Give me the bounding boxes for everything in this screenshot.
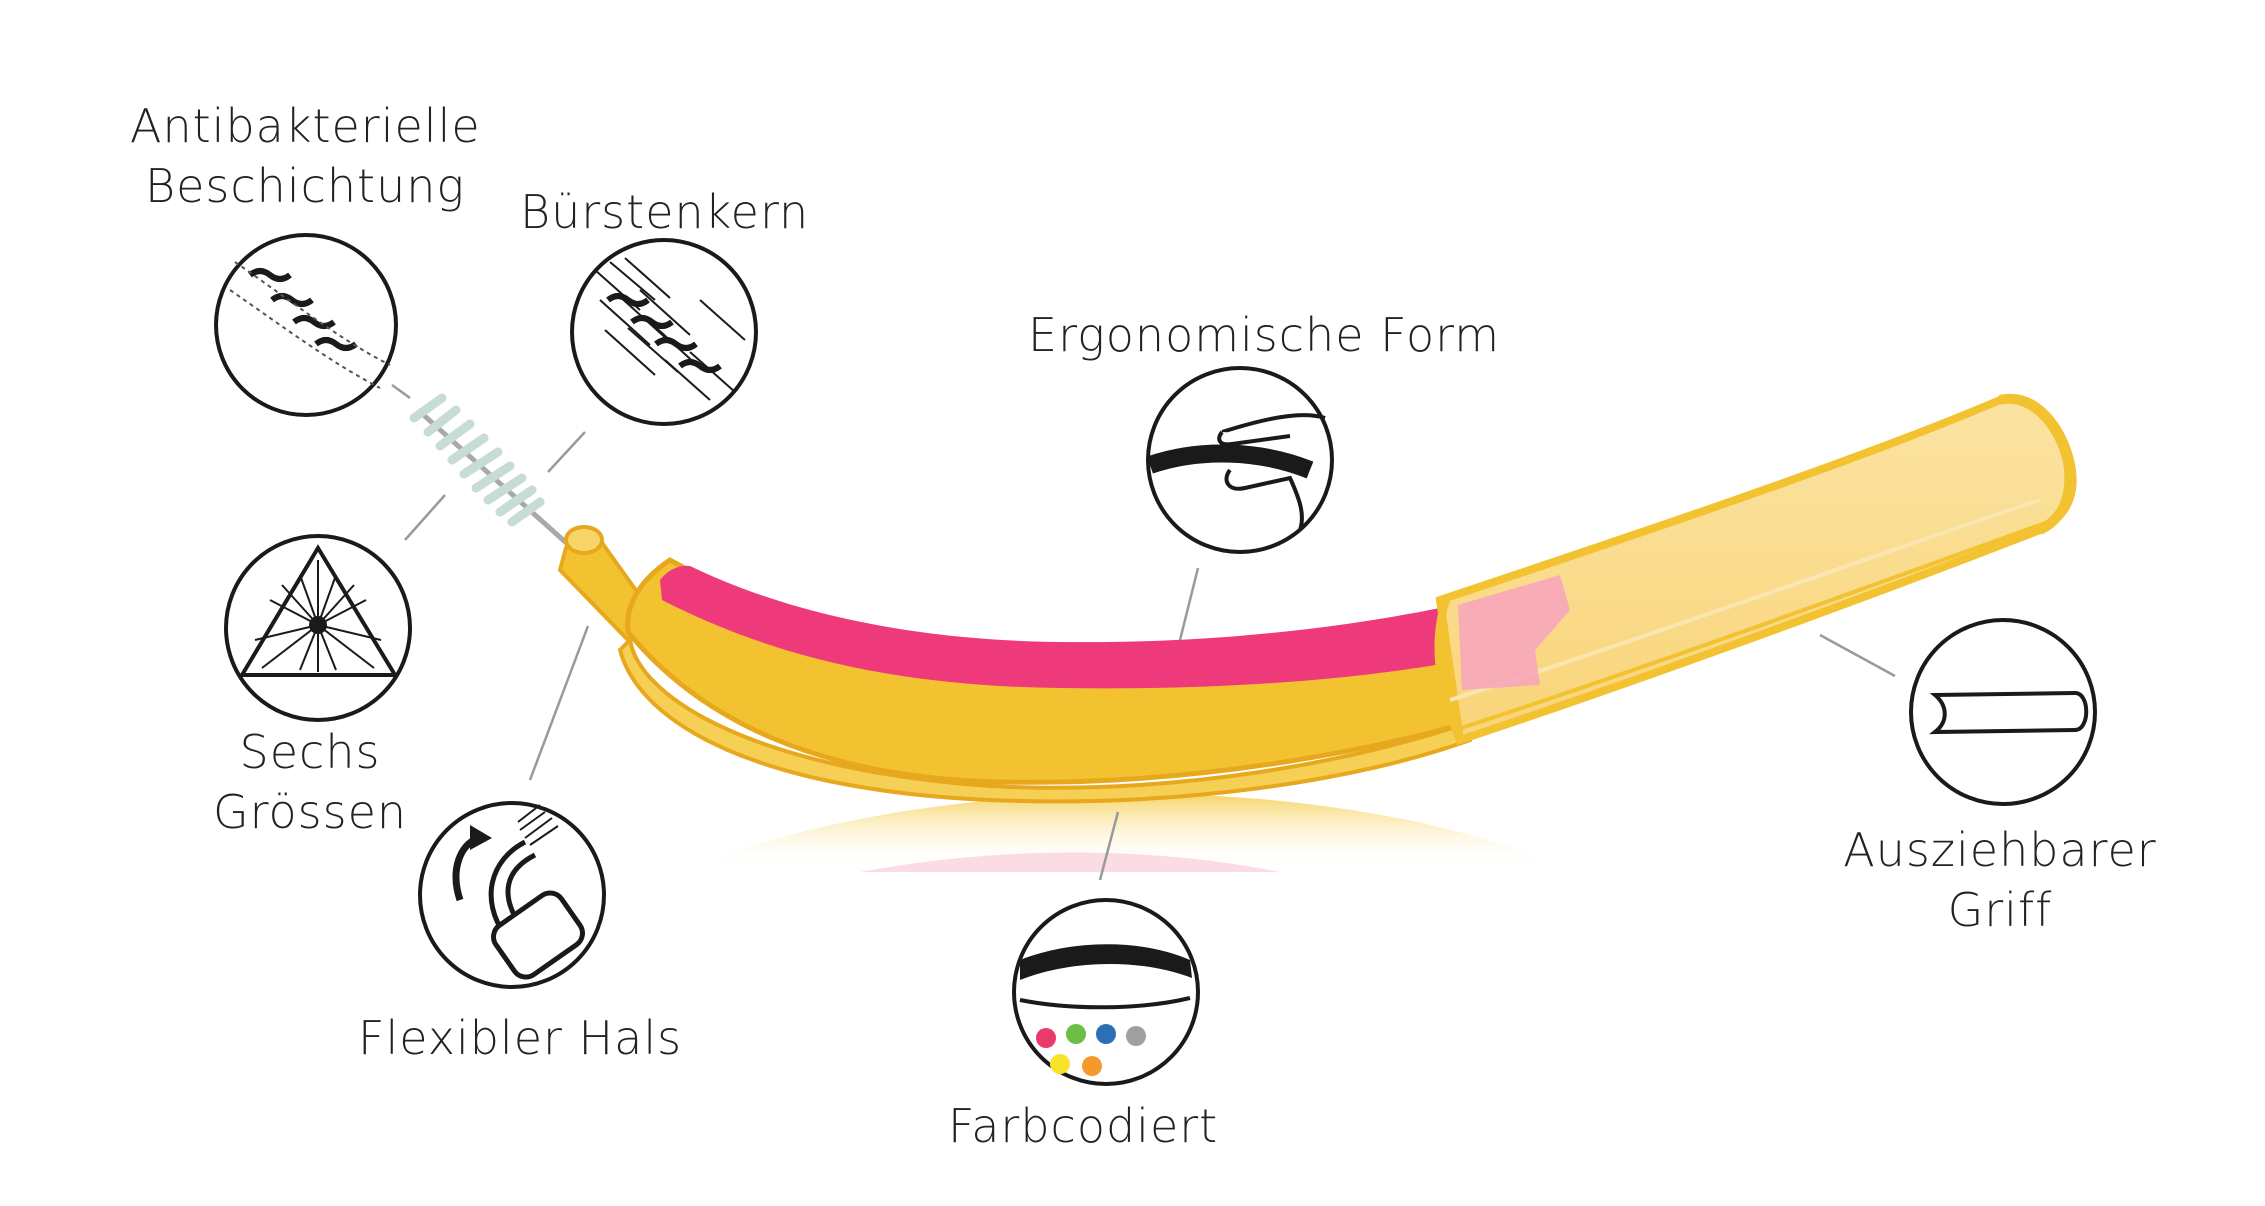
label-sizes-line1: Sechs [239,725,381,779]
label-sizes: Sechs Grössen [180,722,440,842]
label-antibacterial: Antibakterielle Beschichtung [130,96,480,216]
dot-orange [1082,1056,1102,1076]
extendable-handle-icon [1909,618,2097,806]
label-ergonomic: Ergonomische Form [1028,308,1501,362]
dot-yellow [1050,1054,1070,1074]
dot-blue [1096,1024,1116,1044]
bristle-brush [409,393,545,527]
dot-gray [1126,1026,1146,1046]
label-handle-line1: Ausziehbarer [1843,823,2157,877]
label-handle: Ausziehbarer Griff [1830,820,2170,940]
dot-pink [1036,1028,1056,1048]
finger-grip-icon [1146,366,1334,554]
dot-green [1066,1024,1086,1044]
floor-reflection [690,793,1560,868]
label-core: Bürstenkern [520,185,810,239]
brush-core-icon [570,238,758,426]
label-sizes-line2: Grössen [212,785,408,839]
flexible-neck-icon [418,801,606,989]
label-antibacterial-line1: Antibakterielle [130,99,481,153]
leader-lines [391,383,1896,881]
label-neck: Flexibler Hals [358,1011,683,1065]
label-antibacterial-line2: Beschichtung [144,159,465,213]
antibacterial-coating-icon [214,233,398,417]
label-color-coded: Farbcodiert [948,1099,1219,1153]
label-handle-line2: Griff [1947,883,2053,937]
pink-grip [660,565,1442,689]
triangle-bristle-icon [224,534,412,722]
floor-reflection-pink [860,852,1280,872]
color-dots-icon [1012,898,1200,1086]
